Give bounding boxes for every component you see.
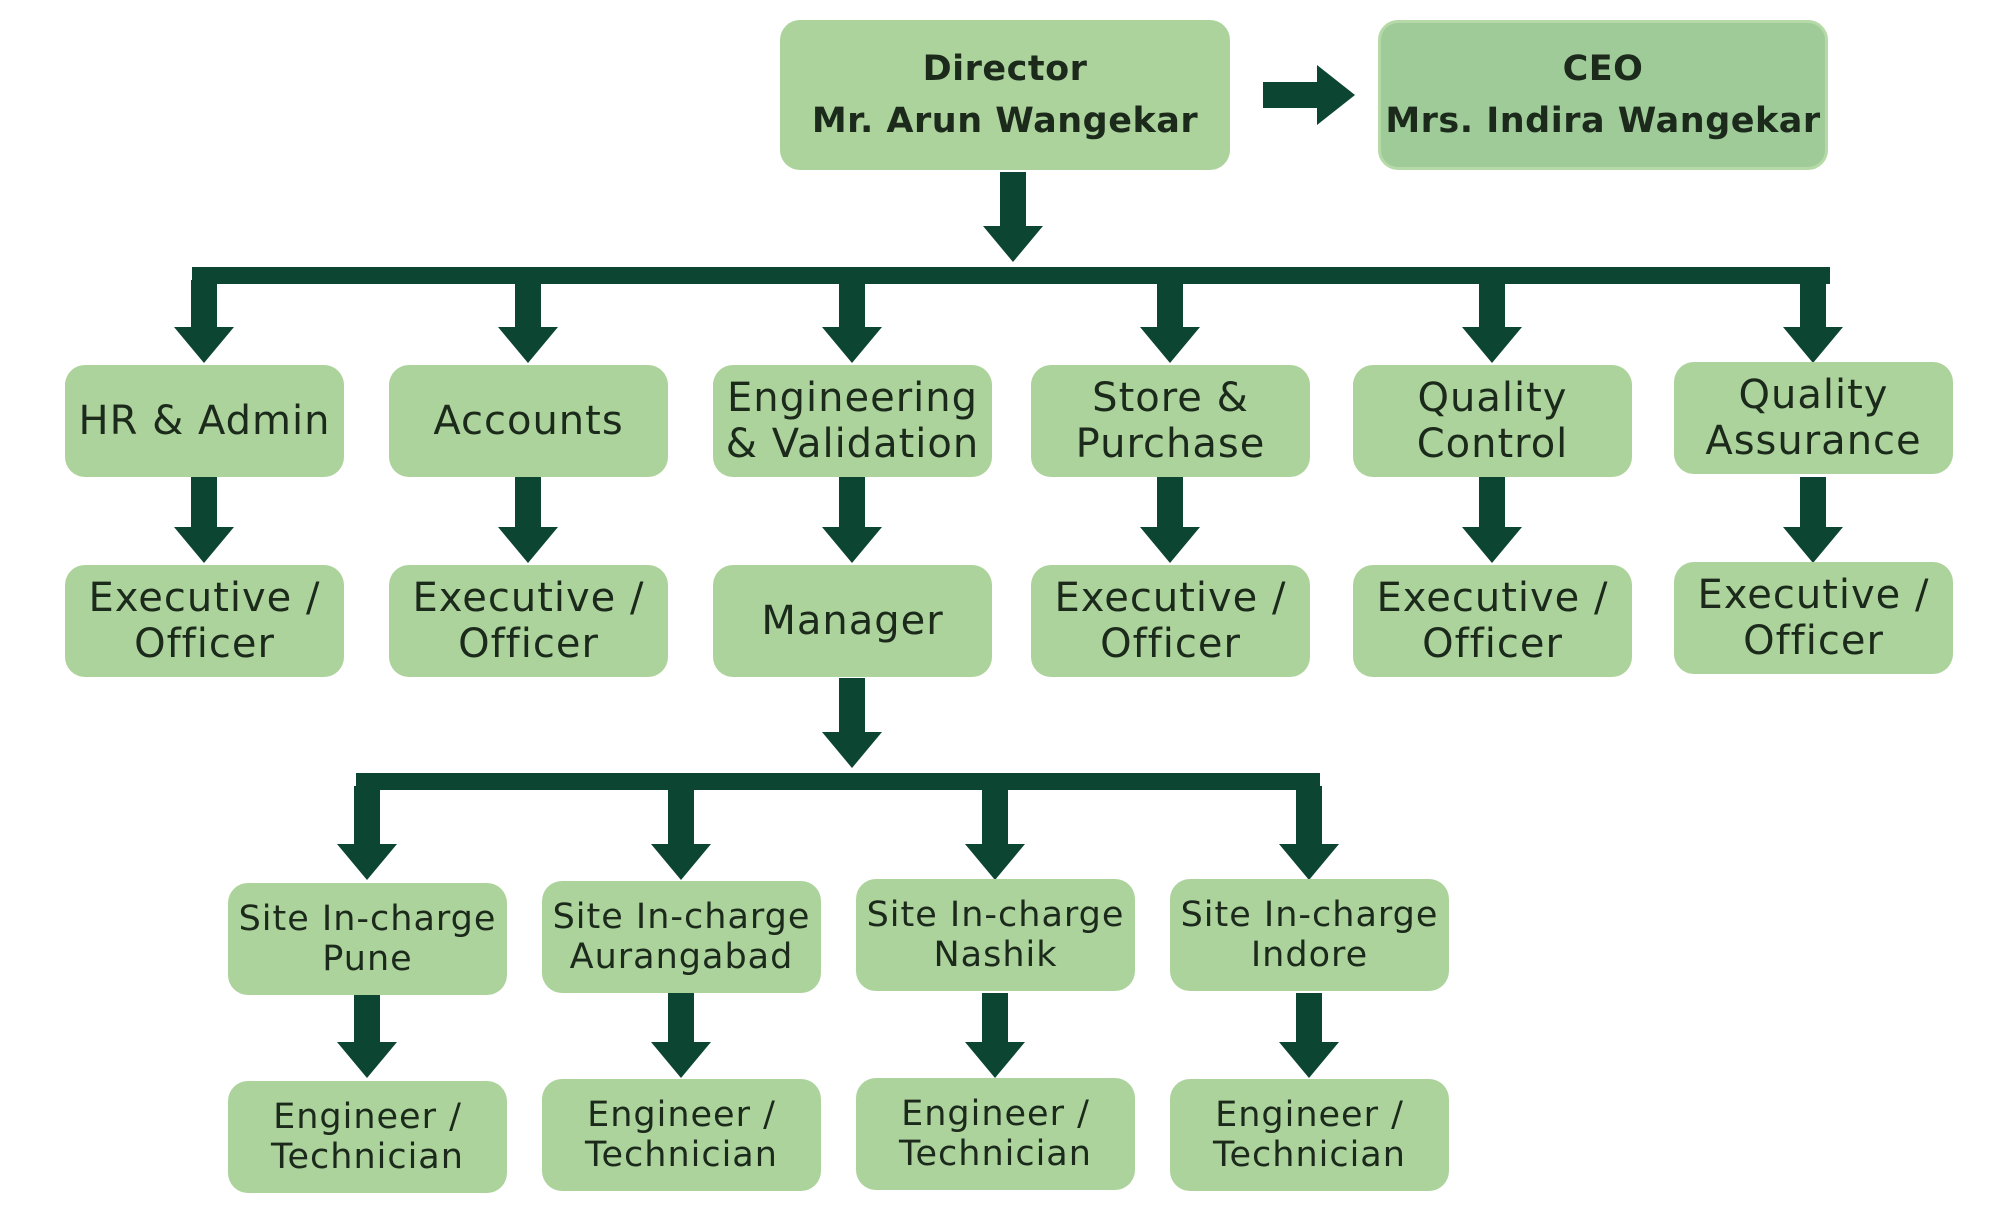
dept-accounts: Accounts <box>389 365 668 477</box>
dept-hr-admin: HR & Admin <box>65 365 344 477</box>
dept-label: Engineering & Validation <box>725 375 980 467</box>
dept-quality-assurance: Quality Assurance <box>1674 362 1953 474</box>
ceo-box: CEO Mrs. Indira Wangekar <box>1378 20 1828 170</box>
site-label: Site In-charge Indore <box>1180 895 1439 975</box>
director-box: Director Mr. Arun Wangekar <box>780 20 1230 170</box>
site-bus-bar <box>356 773 1320 790</box>
site-incharge-nashik: Site In-charge Nashik <box>856 879 1135 991</box>
accounts-to-staff-arrow <box>498 477 558 563</box>
site-incharge-indore: Site In-charge Indore <box>1170 879 1449 991</box>
bus-to-site-indore-arrow <box>1279 786 1339 880</box>
dept-label: Quality Control <box>1416 375 1569 467</box>
director-title: Director <box>922 49 1088 89</box>
staff-label: Executive / Officer <box>412 575 645 667</box>
staff-quality-assurance: Executive / Officer <box>1674 562 1953 674</box>
dept-label: HR & Admin <box>78 398 331 444</box>
site-label: Site In-charge Aurangabad <box>552 897 811 977</box>
engineer-label: Engineer / Technician <box>1213 1095 1406 1175</box>
dept-engineering-validation: Engineering & Validation <box>713 365 992 477</box>
manager-box: Manager <box>713 565 992 677</box>
store-purchase-to-staff-arrow <box>1140 477 1200 563</box>
department-bus-bar <box>192 267 1830 284</box>
quality-assurance-to-staff-arrow <box>1783 477 1843 563</box>
site-incharge-pune: Site In-charge Pune <box>228 883 507 995</box>
staff-label: Executive / Officer <box>1697 572 1930 664</box>
site-indore-to-engineer-arrow <box>1279 993 1339 1078</box>
dept-label: Accounts <box>433 398 624 444</box>
engineering-validation-to-staff-arrow <box>822 477 882 563</box>
staff-label: Executive / Officer <box>1054 575 1287 667</box>
dept-store-purchase: Store & Purchase <box>1031 365 1310 477</box>
staff-label: Executive / Officer <box>88 575 321 667</box>
bus-to-site-nashik-arrow <box>965 786 1025 880</box>
engineer-indore: Engineer / Technician <box>1170 1079 1449 1191</box>
director-down-arrow <box>983 172 1043 262</box>
bus-to-site-aurangabad-arrow <box>651 786 711 880</box>
staff-label: Manager <box>761 598 944 644</box>
site-label: Site In-charge Pune <box>238 899 497 979</box>
director-name: Mr. Arun Wangekar <box>811 101 1199 141</box>
engineer-pune: Engineer / Technician <box>228 1081 507 1193</box>
bus-to-engineering-validation-arrow <box>822 280 882 363</box>
staff-hr-admin: Executive / Officer <box>65 565 344 677</box>
dept-label: Quality Assurance <box>1705 372 1922 464</box>
dept-label: Store & Purchase <box>1075 375 1266 467</box>
staff-label: Executive / Officer <box>1376 575 1609 667</box>
engineer-label: Engineer / Technician <box>271 1097 464 1177</box>
engineer-label: Engineer / Technician <box>899 1094 1092 1174</box>
staff-accounts: Executive / Officer <box>389 565 668 677</box>
dept-quality-control: Quality Control <box>1353 365 1632 477</box>
hr-admin-to-staff-arrow <box>174 477 234 563</box>
quality-control-to-staff-arrow <box>1462 477 1522 563</box>
bus-to-hr-admin-arrow <box>174 280 234 363</box>
engineer-aurangabad: Engineer / Technician <box>542 1079 821 1191</box>
engineer-label: Engineer / Technician <box>585 1095 778 1175</box>
site-nashik-to-engineer-arrow <box>965 993 1025 1078</box>
bus-to-quality-assurance-arrow <box>1783 280 1843 363</box>
director-to-ceo-arrow <box>1263 65 1355 125</box>
manager-down-arrow <box>822 678 882 768</box>
site-incharge-aurangabad: Site In-charge Aurangabad <box>542 881 821 993</box>
site-label: Site In-charge Nashik <box>866 895 1125 975</box>
site-pune-to-engineer-arrow <box>337 993 397 1078</box>
staff-quality-control: Executive / Officer <box>1353 565 1632 677</box>
bus-to-store-purchase-arrow <box>1140 280 1200 363</box>
ceo-name: Mrs. Indira Wangekar <box>1385 101 1821 141</box>
engineer-nashik: Engineer / Technician <box>856 1078 1135 1190</box>
bus-to-quality-control-arrow <box>1462 280 1522 363</box>
bus-to-accounts-arrow <box>498 280 558 363</box>
site-aurangabad-to-engineer-arrow <box>651 993 711 1078</box>
bus-to-site-pune-arrow <box>337 786 397 880</box>
ceo-title: CEO <box>1562 49 1644 89</box>
staff-store-purchase: Executive / Officer <box>1031 565 1310 677</box>
